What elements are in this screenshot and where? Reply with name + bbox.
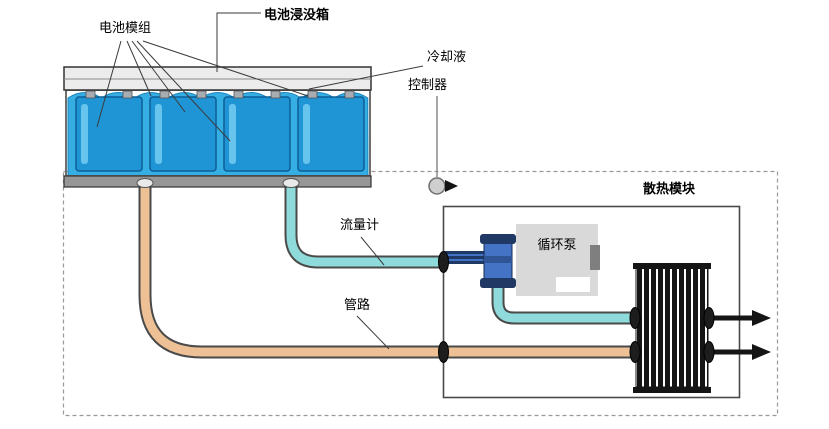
- radiator-fitting: [629, 341, 641, 363]
- piping-label: 管路: [344, 298, 371, 313]
- leader-flow-meter: [360, 236, 385, 266]
- leader-battery-modules: [96, 40, 122, 128]
- pipe-fittings: [438, 251, 715, 363]
- radiator-header-top: [633, 263, 711, 269]
- leader-battery-modules: [131, 40, 186, 113]
- leader-battery-modules: [126, 40, 152, 97]
- pump-inlet-pipe: [443, 251, 489, 264]
- tank-outlet-fitting-coolant: [282, 178, 300, 188]
- battery-module-label: 电池模组: [99, 21, 152, 36]
- leader-piping: [356, 315, 390, 350]
- battery-module-1: [75, 90, 143, 172]
- system-boundary: [62, 170, 779, 417]
- leader-immersion-tank: [216, 12, 261, 72]
- wall-fitting: [438, 341, 449, 363]
- flow-meter-fitting: [438, 251, 449, 273]
- battery-modules: [75, 90, 365, 172]
- coolant-pipe-fill: [286, 180, 446, 267]
- controller-label: 控制器: [408, 78, 448, 93]
- battery-module-3: [223, 90, 291, 172]
- return-pipe-fill: [140, 180, 634, 357]
- coolant-liquid: [67, 92, 369, 177]
- radiator: [633, 263, 711, 393]
- outflow-pipes: [708, 310, 771, 360]
- immersion-tank: [63, 66, 372, 188]
- pump-label: 循环泵: [537, 238, 577, 253]
- battery-module-2: [149, 90, 217, 172]
- tank-outlet-fitting-return: [136, 178, 154, 188]
- leader-battery-modules: [136, 40, 231, 142]
- controller-valve-icon: [445, 180, 458, 192]
- pump-flange-bottom: [480, 278, 516, 288]
- battery-module-4: [297, 90, 365, 172]
- leader-battery-modules: [142, 40, 309, 97]
- coolant-pipe-fill2: [493, 282, 636, 323]
- pump-band: [484, 256, 512, 263]
- radiator-fins: [635, 267, 709, 388]
- coolant-pipe: [284, 180, 636, 325]
- circulation-pump: [443, 224, 600, 296]
- flow-meter-label: 流量计: [340, 218, 380, 233]
- pump-mount-slot: [556, 277, 590, 292]
- pump-mount-tab: [590, 245, 600, 270]
- leader-lines: [96, 12, 424, 350]
- coolant-label: 冷却液: [427, 50, 467, 65]
- radiator-fitting: [703, 307, 715, 329]
- radiator-fitting: [703, 341, 715, 363]
- leader-coolant: [308, 65, 424, 90]
- pump-flange-top: [480, 234, 516, 244]
- immersion-tank-label: 电池浸没箱: [264, 8, 330, 23]
- flow-arrow-icon: [752, 344, 771, 360]
- return-pipe: [138, 180, 634, 359]
- radiator-header-bottom: [633, 387, 711, 393]
- flow-arrow-icon: [752, 310, 771, 326]
- heat-module-label: 散热模块: [643, 182, 696, 197]
- radiator-fitting: [629, 307, 641, 329]
- controller-sensor: [428, 96, 458, 195]
- tank-bottom: [63, 175, 372, 188]
- controller-sensor-head: [428, 177, 446, 195]
